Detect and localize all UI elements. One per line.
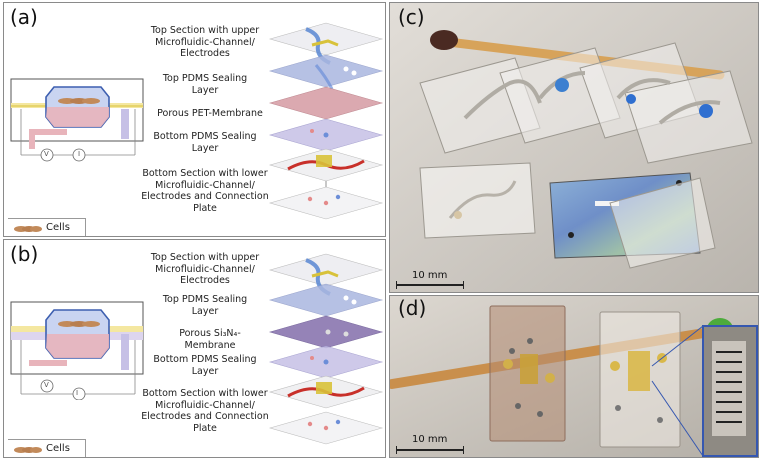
cells-icon bbox=[14, 226, 42, 232]
device-photo-c bbox=[390, 3, 758, 292]
layer-label-membrane-b: Porous Si₃N₄-Membrane bbox=[179, 328, 241, 351]
cells-icon bbox=[14, 447, 42, 453]
scale-bar-d bbox=[396, 446, 464, 454]
ammeter-label-b: I bbox=[76, 389, 79, 397]
panel-b: (b) V I Top Section with upper Microflui… bbox=[3, 239, 386, 458]
layer-label-bottom-pdms-a: Bottom PDMS Sealing Layer bbox=[153, 131, 257, 154]
layer-label-membrane-a: Porous PET-Membrane bbox=[157, 108, 263, 119]
cross-section-schematic-a bbox=[10, 78, 144, 162]
layer-label-bottom-section-b: Bottom Section with lower Microfluidic-C… bbox=[141, 388, 269, 434]
layer-label-top-section-a: Top Section with upper Microfluidic-Chan… bbox=[150, 25, 260, 59]
layer-label-bottom-section-a: Bottom Section with lower Microfluidic-C… bbox=[141, 168, 269, 214]
legend-b: Cells bbox=[8, 439, 86, 457]
legend-label-b: Cells bbox=[46, 443, 70, 454]
panel-b-label: (b) bbox=[10, 242, 39, 266]
layer-label-top-pdms-b: Top PDMS Sealing Layer bbox=[162, 294, 248, 317]
voltmeter-label-b: V bbox=[44, 381, 49, 389]
layer-label-top-section-b: Top Section with upper Microfluidic-Chan… bbox=[150, 252, 260, 286]
layer-label-top-pdms-a: Top PDMS Sealing Layer bbox=[162, 73, 248, 96]
panel-a-label: (a) bbox=[10, 5, 38, 29]
scale-bar-c bbox=[396, 281, 464, 289]
scale-label-c: 10 mm bbox=[412, 270, 448, 281]
exploded-layer-stack-b bbox=[268, 253, 384, 445]
panel-d-photo: (d) 10 mm bbox=[389, 295, 759, 458]
legend-a: Cells bbox=[8, 218, 86, 236]
panel-c-label: (c) bbox=[398, 5, 425, 29]
scale-label-d: 10 mm bbox=[412, 434, 448, 445]
cross-section-schematic-b bbox=[10, 301, 144, 400]
voltmeter-label-a: V bbox=[44, 150, 49, 158]
legend-label-a: Cells bbox=[46, 222, 70, 233]
panel-c-photo: (c) 10 mm bbox=[389, 2, 759, 293]
layer-label-bottom-pdms-b: Bottom PDMS Sealing Layer bbox=[153, 354, 257, 377]
panel-a: (a) V I Top Section with upper Microflui… bbox=[3, 2, 386, 237]
panel-d-label: (d) bbox=[398, 296, 427, 320]
exploded-layer-stack-a bbox=[268, 22, 384, 220]
ammeter-label-a: I bbox=[78, 150, 81, 158]
device-photo-d bbox=[390, 296, 758, 457]
